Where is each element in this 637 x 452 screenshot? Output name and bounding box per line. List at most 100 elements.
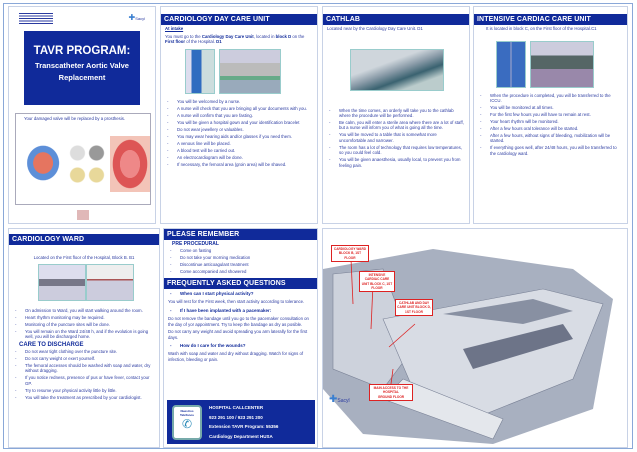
heart-diagram (20, 138, 62, 188)
faq-question: How do I care for the wounds? (164, 343, 317, 348)
faq-question: When can I start physical activity? (164, 291, 317, 296)
list-item: Come accompanied and showered (170, 269, 313, 275)
map-label-ward: CARDIOLOGY WARD BLOCK B, 1ST FLOOR (331, 245, 369, 262)
sacyl-map-logo: ✚Sacyl (329, 394, 350, 405)
list-item: When the procedure is completed, you wil… (480, 93, 623, 104)
callcenter-extension: Extension TAVR Program: 55356 (209, 424, 279, 429)
list-item: You will be moved to a table that is som… (329, 132, 465, 143)
phone-book-icon: Nuestros Teléfonos ✆ (172, 405, 202, 440)
list-item: You will be monitored at all times. (480, 105, 623, 111)
faq-question: If I have been implanted with a pacemake… (164, 308, 317, 313)
list-item: When the time comes, an orderly will tak… (329, 108, 465, 119)
faq-answer: Do not remove the bandage until you go t… (168, 316, 309, 327)
map-label-iccu: INTENSIVE CARDIAC CARE UNIT BLOCK C, 1ST… (359, 271, 395, 293)
iccu-header: INTENSIVE CARDIAC CARE UNIT (474, 14, 627, 25)
cover-subtitle: Transcatheter Aortic Valve Replacement (35, 61, 129, 82)
arrow-cathlab (388, 323, 416, 348)
iccu-door-photo (496, 40, 526, 88)
intake-label: At intake (165, 26, 184, 31)
remember-header: PLEASE REMEMBER (164, 229, 317, 240)
image-caption: Your damaged valve will be replaced by a… (24, 116, 126, 121)
list-item: Try to resume your physical activity lit… (15, 388, 155, 394)
list-item: After a few hours, without signs of blee… (480, 133, 623, 144)
cover-panel: ✚Sacyl TAVR PROGRAM: Transcatheter Aorti… (8, 6, 156, 224)
list-item: For the first few hours you will have to… (480, 112, 623, 118)
list-item: Monitoring of the puncture sites will be… (15, 322, 155, 328)
ward-hall-photo (38, 263, 86, 301)
list-item: Come on fasting (170, 248, 313, 254)
list-item: The room has a lot of technology that re… (329, 145, 465, 156)
cathlab-panel: CATHLAB Located near by the Cardiology D… (322, 6, 470, 224)
iccu-list: When the procedure is completed, you wil… (474, 93, 627, 157)
ward-photos (38, 263, 159, 302)
valve-diagram (68, 142, 106, 186)
cathlab-header: CATHLAB (323, 14, 469, 25)
ward-intro: Located on the First floor of the Hospit… (33, 255, 135, 260)
list-item: Do not take your morning medication (170, 255, 313, 261)
heart-cross-section (110, 136, 150, 192)
list-item: If everything goes well, after 24/48 hou… (480, 145, 623, 156)
map-label-cathlab: CATHLAB AND DAY CARE UNIT BLOCK D, 1ST F… (395, 299, 433, 316)
callcenter-department: Cardiology Department HUSA (209, 433, 273, 439)
list-item: Be calm, you will enter a sterile area w… (329, 120, 465, 131)
callcenter-phones[interactable]: 923 291 100 / 923 291 200 (209, 414, 263, 420)
day-care-panel: CARDIOLOGY DAY CARE UNIT At intake You m… (160, 6, 318, 224)
faq-header: FREQUENTLY ASKED QUESTIONS (164, 278, 317, 290)
callcenter-box: Nuestros Teléfonos ✆ HOSPITAL CALLCENTER… (167, 400, 315, 444)
discharge-list: Do not wear tight clothing over the punc… (9, 349, 159, 401)
day-care-header: CARDIOLOGY DAY CARE UNIT (161, 14, 317, 25)
list-item: Heart rhythm monitoring may be required. (15, 315, 155, 321)
valve-illustration: Your damaged valve will be replaced by a… (15, 113, 151, 205)
ward-list: On admission to Ward, you will start wal… (9, 308, 159, 340)
room-photo (219, 48, 282, 94)
door-photo (185, 48, 215, 94)
arrow-ward (350, 258, 354, 305)
callcenter-text: HOSPITAL CALLCENTER 923 291 100 / 923 29… (209, 403, 278, 441)
list-item: You may wear hearing aids and/or glasses… (167, 134, 313, 140)
list-item: Do not wear tight clothing over the punc… (15, 349, 155, 355)
hospital-map (323, 249, 613, 444)
list-item: An electrocardiogram will be done. (167, 155, 313, 161)
ward-header: CARDIOLOGY WARD (9, 234, 159, 245)
phone-book-label: Nuestros Teléfonos (180, 409, 194, 417)
iccu-panel: INTENSIVE CARDIAC CARE UNIT It is locate… (473, 6, 628, 224)
hospital-map-panel: CARDIOLOGY WARD BLOCK B, 1ST FLOOR INTEN… (322, 228, 628, 448)
cathlab-photo-wrap (350, 48, 469, 96)
title-box: TAVR PROGRAM: Transcatheter Aortic Valve… (24, 31, 140, 105)
faq-answer: Wash with soap and water and dry without… (168, 351, 304, 362)
list-item: Do not wear jewellery or valuables. (167, 127, 313, 133)
ward-room-photo (86, 263, 134, 301)
iccu-photos (496, 40, 627, 89)
cover-title: TAVR PROGRAM: (33, 45, 131, 57)
list-item: Your heart rhythm will be monitored. (480, 119, 623, 125)
day-care-photos (185, 48, 317, 95)
list-item: A blood test will be carried out. (167, 148, 313, 154)
pre-procedural-title: PRE PROCEDURAL (172, 241, 219, 247)
ground-floor-text: GROUND FLOOR (377, 394, 405, 399)
remember-list: Come on fasting Do not take your morning… (164, 248, 317, 275)
callcenter-title: HOSPITAL CALLCENTER (209, 405, 264, 410)
arrow-main-access (390, 368, 394, 385)
cathlab-list: When the time comes, an orderly will tak… (323, 108, 469, 168)
iccu-room-photo (530, 40, 595, 88)
list-item: A nurse will check that you are bringing… (167, 106, 313, 112)
sacyl-logo: ✚Sacyl (128, 13, 145, 22)
list-item: You will take the treatment as prescribe… (15, 395, 155, 401)
brochure-border (3, 3, 633, 449)
ward-panel: CARDIOLOGY WARD Located on the First flo… (8, 228, 160, 448)
discharge-title: CARE TO DISCHARGE (19, 342, 84, 348)
list-item: Do not carry weight or exert yourself. (15, 356, 155, 362)
list-item: Discontinue anticoagulant treatment (170, 262, 313, 268)
cathlab-photo (350, 48, 444, 91)
main-access-text: MAIN ACCESS TO THE HOSPITAL (373, 386, 409, 395)
day-care-list: You will be welcomed by a nurse. A nurse… (161, 99, 317, 168)
list-item: If you notice redness, presence of pus o… (15, 375, 155, 386)
cathlab-intro: Located near by the Cardiology Day Care … (327, 26, 423, 31)
courtyard (443, 299, 573, 324)
list-item: You will be welcomed by a nurse. (167, 99, 313, 105)
list-item: A venous line will be placed. (167, 141, 313, 147)
building-windows (463, 324, 573, 369)
phone-icon: ✆ (181, 417, 193, 431)
faq-answer: Do not carry any weight and avoid spread… (168, 329, 308, 340)
